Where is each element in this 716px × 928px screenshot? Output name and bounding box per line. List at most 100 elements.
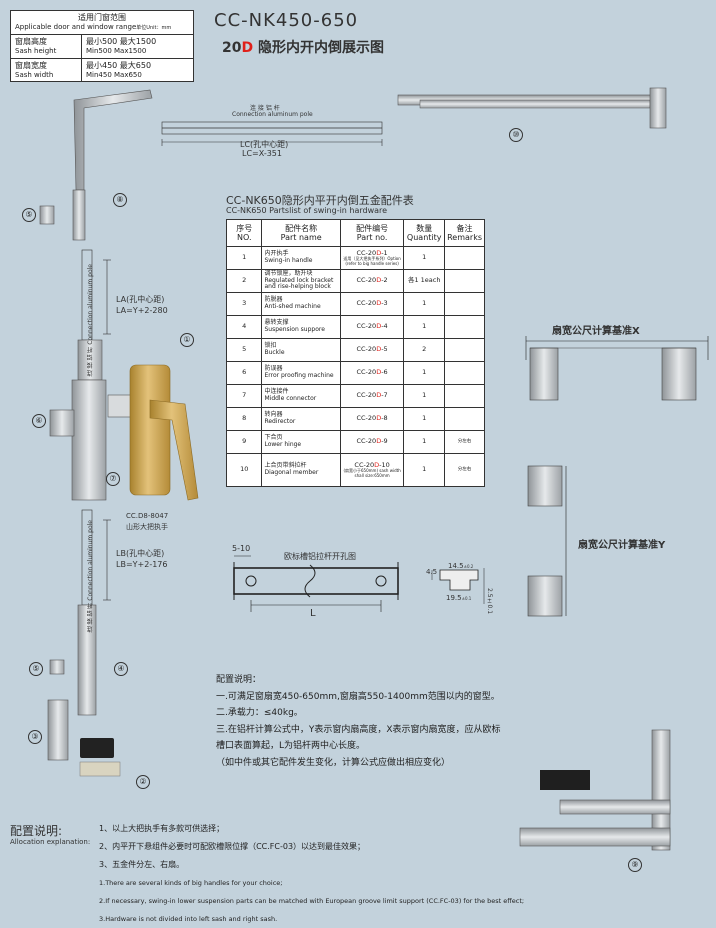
config-notes-title: 配置说明：: [216, 675, 262, 685]
part-code: CC-20D-10(扇宽小于650mm) sash width shall si…: [339, 453, 405, 487]
part-no: 4: [225, 315, 263, 339]
callout-2: ②: [136, 775, 150, 789]
part-code-post: -5: [381, 345, 388, 354]
dim-19-5-value: 19.5: [446, 594, 462, 602]
top-pole-label-cn: 连 接 铝 杆: [250, 105, 280, 112]
part-name-cn: 防误器: [264, 365, 283, 373]
col-code-en: Part no.: [356, 233, 388, 242]
col-code-cn: 配件编号: [356, 223, 389, 233]
width-label-cn: 窗扇宽度: [15, 60, 47, 70]
lower-pole-label: 连 接 铝 杆 Connection aluminum pole: [87, 520, 94, 633]
middle-connector-part: [71, 339, 135, 501]
part-no: 6: [225, 361, 263, 385]
part-name-en: Middle connector: [264, 395, 317, 402]
handle-name: 山形大把执手: [126, 523, 168, 531]
lb-formula: LB=Y+2-176: [116, 560, 168, 569]
allocation-cn-3: 3、五金件分左、右扇。: [99, 860, 185, 869]
part-name-en: Lower hinge: [264, 441, 302, 448]
part-qty: 2: [403, 338, 446, 362]
hole-diagram: [233, 555, 399, 612]
col-no-en: NO.: [236, 233, 252, 242]
part-code-d: D: [376, 391, 382, 400]
part-code-pre: CC-20: [356, 322, 377, 331]
sash-x-label: 扇宽公尺计算基准X: [552, 326, 640, 337]
part-code-post: -2: [381, 276, 388, 285]
part-qty: 1: [403, 315, 446, 339]
part-remarks: [444, 407, 485, 431]
part-remarks: 分左右: [444, 453, 485, 487]
part-name-cn: 中连接件: [264, 388, 289, 396]
part-name-cn: 调节锁座，助升块: [264, 269, 313, 277]
config-note-5: （如中件或其它配件发生变化，计算公式应做出相应变化）: [216, 757, 451, 768]
part-code-post: -6: [381, 368, 388, 377]
part-code: CC-20D-2: [339, 269, 405, 293]
dim-19-5-tol: ±0.1: [461, 596, 472, 601]
spec-table: 适用门窗范围 Applicable door and window range单…: [10, 10, 194, 83]
height-value-cn: 最小500 最大1500: [86, 36, 157, 46]
dim-19-5: 19.5±0.1: [446, 594, 471, 602]
allocation-cn-2: 2、内平开下悬组件必要时可配欧槽限位撑（CC.FC-03）以达到最佳效果；: [99, 842, 366, 851]
col-qty-en: Quantity: [406, 233, 442, 242]
sash-y-profile: [527, 465, 567, 617]
height-label-cn: 窗扇高度: [15, 36, 47, 46]
allocation-label-cn: 配置说明:: [10, 824, 63, 838]
part-code-d: D: [376, 437, 382, 446]
part-qty: 1: [403, 407, 446, 431]
width-value: 最小450 最大650 Min450 Max650: [81, 57, 194, 83]
width-label-en: Sash width: [15, 70, 54, 79]
allocation-lines: 1、以上大把执手有多款可供选择； 2、内平开下悬组件必要时可配欧槽限位撑（CC.…: [99, 820, 524, 928]
part-name-cn: 悬转支撑: [264, 319, 289, 327]
part-name-cn: 锁扣: [264, 342, 277, 350]
part-name-cn: 上合页带斜拉杆: [264, 462, 307, 470]
part-code-post: -4: [381, 322, 388, 331]
part-remarks: [444, 292, 485, 316]
callout-4: ④: [114, 662, 128, 676]
part-code-pre: CC-20: [354, 460, 375, 469]
part-code: CC-20D-7: [339, 384, 405, 408]
col-remarks-en: Remarks: [447, 233, 482, 242]
part-code-pre: CC-20: [356, 299, 377, 308]
anti-shed-part: [47, 699, 69, 761]
subtitle-text: 隐形内开内倒展示图: [253, 40, 384, 56]
part-code: CC-20D-6: [339, 361, 405, 385]
part-name-en: Error proofing machine: [264, 372, 334, 379]
spec-header-en: Applicable door and window range: [15, 23, 137, 31]
dim-4-5: 4.5: [426, 568, 438, 576]
subtitle-prefix: 20: [222, 40, 242, 56]
parts-title-suffix: 隐形内平开内倒五金配件表: [281, 194, 414, 207]
callout-3: ③: [28, 730, 42, 744]
part-name-cn: 防脱器: [264, 296, 283, 304]
callout-8: ⑧: [113, 193, 127, 207]
part-code-post: -3: [381, 299, 388, 308]
allocation-label-en: Allocation explanation:: [10, 838, 91, 846]
part-name-cn: 下合页: [264, 434, 283, 442]
width-value-cn: 最小450 最大650: [86, 60, 152, 70]
rise-block-part: [79, 761, 121, 777]
part-code-d: D: [376, 345, 382, 354]
spec-header-cn: 适用门窗范围: [78, 13, 126, 22]
part-no: 9: [225, 430, 263, 454]
page-subtitle: 20D 隐形内开内倒展示图: [222, 37, 384, 57]
top-pole-label-en: Connection aluminum pole: [232, 111, 313, 118]
part-code-post: -7: [381, 391, 388, 400]
part-no: 7: [225, 384, 263, 408]
lower-hinge-part: [519, 729, 671, 851]
part-remarks: [444, 246, 485, 270]
dim-14-5: 14.5±0.2: [448, 562, 473, 570]
width-label: 窗扇宽度 Sash width: [10, 57, 82, 83]
part-code-pre: CC-20: [356, 368, 377, 377]
part-name-en: Buckle: [264, 349, 285, 356]
callout-7: ⑦: [106, 472, 120, 486]
part-code-pre: CC-20: [356, 414, 377, 423]
part-qty: 各1 1each: [403, 269, 446, 293]
spec-header: 适用门窗范围 Applicable door and window range单…: [10, 10, 194, 35]
callout-5-bottom: ⑤: [29, 662, 43, 676]
